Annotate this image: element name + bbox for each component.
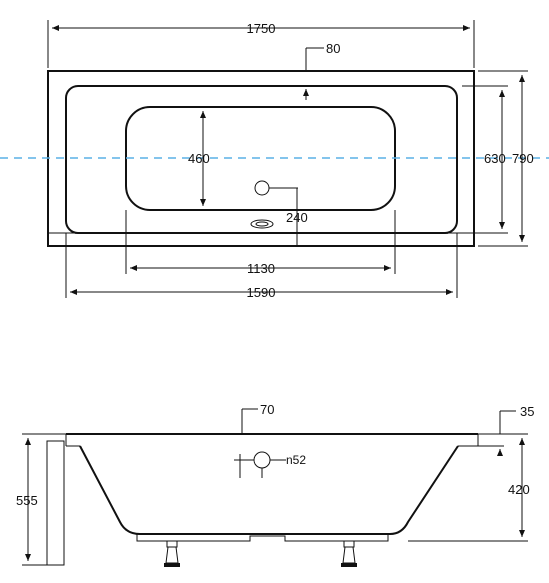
dim-inner-length: 1130 [247,261,275,276]
dim-drain-diameter: n52 [286,453,306,467]
dim-edge: 35 [520,404,534,419]
dim-total-width: 790 [512,151,534,166]
overflow-outlet [250,219,274,229]
tub-inner-basin [65,85,458,234]
dim-inner-height: 420 [508,482,530,497]
dim-rim: 80 [326,41,340,56]
apron-panel [46,440,65,566]
dim-inner-depth: 630 [484,151,506,166]
side-view: n52 70 35 420 555 [16,402,534,567]
leg-right [341,540,357,567]
dim-total-length: 1750 [247,21,276,36]
dim-outer-length: 1590 [247,285,276,300]
dim-inner-width: 460 [188,151,210,166]
leg-left [164,540,180,567]
side-drain-circle [253,451,271,469]
dim-rim-thickness: 70 [260,402,274,417]
dim-total-height: 555 [16,493,38,508]
drain-circle [254,180,270,196]
dim-drain-offset: 240 [286,210,308,225]
base-frame [136,534,389,542]
top-view: 1750 80 460 240 1130 1590 630 790 [0,20,549,300]
tub-body-profile [79,445,459,535]
